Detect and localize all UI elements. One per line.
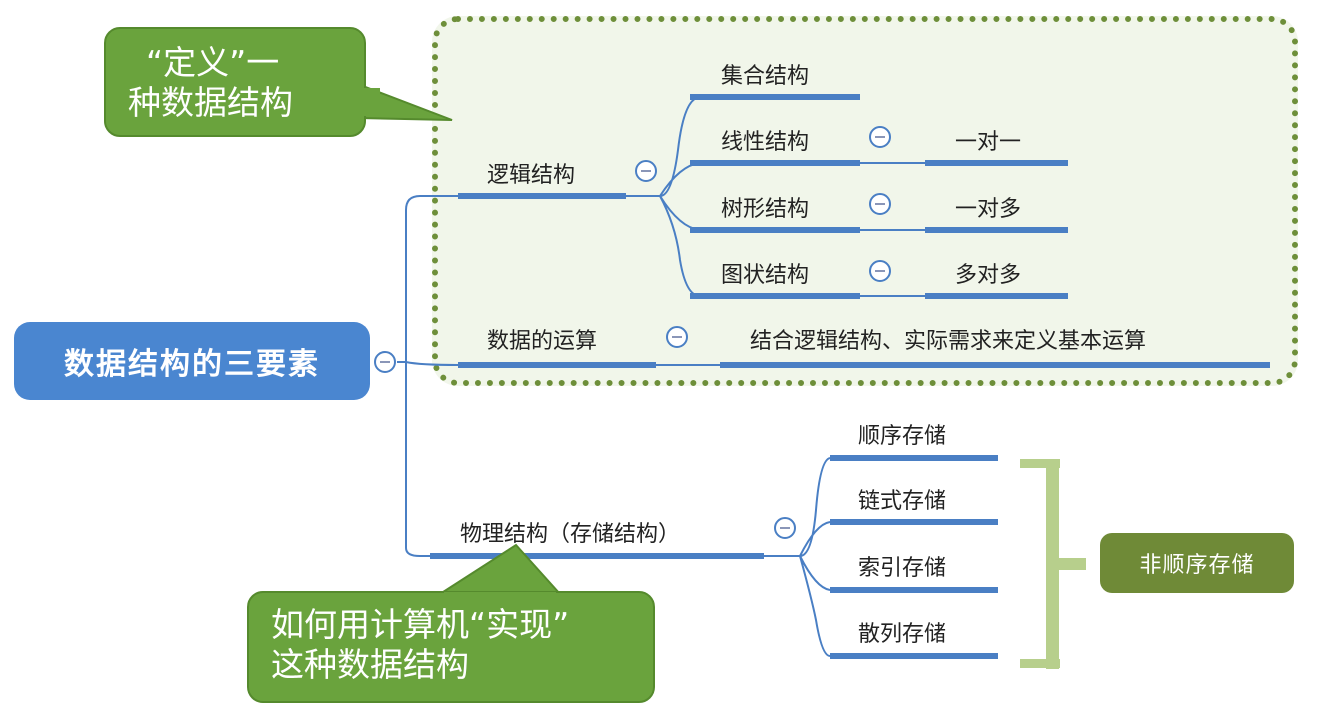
define-callout: “定义”一 种数据结构 bbox=[104, 27, 366, 137]
define-callout-tail bbox=[359, 83, 453, 121]
linear-collapse-button[interactable] bbox=[869, 126, 891, 148]
minus-icon bbox=[641, 170, 651, 172]
node-operations-detail[interactable]: 结合逻辑结构、实际需求来定义基本运算 bbox=[750, 329, 1147, 354]
summary-bracket-stem bbox=[1059, 558, 1086, 570]
node-hashed-storage[interactable]: 散列存储 bbox=[858, 622, 947, 647]
node-linked-storage[interactable]: 链式存储 bbox=[858, 489, 947, 514]
logical-collapse-button[interactable] bbox=[635, 160, 657, 182]
implement-callout: 如何用计算机“实现” 这种数据结构 bbox=[247, 591, 655, 703]
branch-logical-label[interactable]: 逻辑结构 bbox=[487, 163, 576, 188]
implement-callout-line2: 这种数据结构 bbox=[271, 645, 469, 684]
node-set-structure[interactable]: 集合结构 bbox=[721, 64, 810, 89]
connector-physical-children bbox=[764, 457, 831, 657]
summary-label: 非顺序存储 bbox=[1139, 553, 1255, 578]
minus-icon bbox=[875, 136, 885, 138]
node-many-to-many[interactable]: 多对多 bbox=[955, 263, 1022, 288]
node-indexed-storage[interactable]: 索引存储 bbox=[858, 556, 947, 581]
branch-operations-label[interactable]: 数据的运算 bbox=[487, 329, 598, 354]
minus-icon bbox=[672, 336, 682, 338]
node-linear-structure[interactable]: 线性结构 bbox=[721, 130, 810, 155]
minus-icon bbox=[875, 203, 885, 205]
implement-callout-tail bbox=[436, 543, 563, 595]
define-callout-line2: 种数据结构 bbox=[128, 83, 293, 122]
summary-bracket-top bbox=[1020, 459, 1060, 468]
logic-operations-group-boundary bbox=[432, 16, 1298, 386]
operations-collapse-button[interactable] bbox=[666, 326, 688, 348]
summary-bracket-bottom bbox=[1020, 659, 1060, 668]
connector-logical-children bbox=[626, 96, 701, 297]
node-one-to-one[interactable]: 一对一 bbox=[955, 130, 1022, 155]
define-callout-line1: “定义”一 bbox=[146, 43, 280, 82]
physical-collapse-button[interactable] bbox=[774, 517, 796, 539]
summary-non-sequential[interactable]: 非顺序存储 bbox=[1100, 533, 1294, 593]
node-sequential-storage[interactable]: 顺序存储 bbox=[858, 424, 947, 449]
summary-bracket-spine bbox=[1046, 459, 1059, 669]
minus-icon bbox=[875, 270, 885, 272]
connector-trunk bbox=[405, 195, 459, 557]
minus-icon bbox=[380, 361, 390, 363]
root-label: 数据结构的三要素 bbox=[64, 347, 320, 382]
root-node[interactable]: 数据结构的三要素 bbox=[14, 322, 370, 400]
node-graph-structure[interactable]: 图状结构 bbox=[721, 263, 810, 288]
root-collapse-button[interactable] bbox=[374, 351, 396, 373]
node-one-to-many[interactable]: 一对多 bbox=[955, 197, 1022, 222]
minus-icon bbox=[780, 527, 790, 529]
graph-collapse-button[interactable] bbox=[869, 260, 891, 282]
node-tree-structure[interactable]: 树形结构 bbox=[721, 197, 810, 222]
branch-physical-label[interactable]: 物理结构（存储结构） bbox=[460, 522, 681, 547]
implement-callout-line1: 如何用计算机“实现” bbox=[271, 605, 570, 644]
tree-collapse-button[interactable] bbox=[869, 193, 891, 215]
